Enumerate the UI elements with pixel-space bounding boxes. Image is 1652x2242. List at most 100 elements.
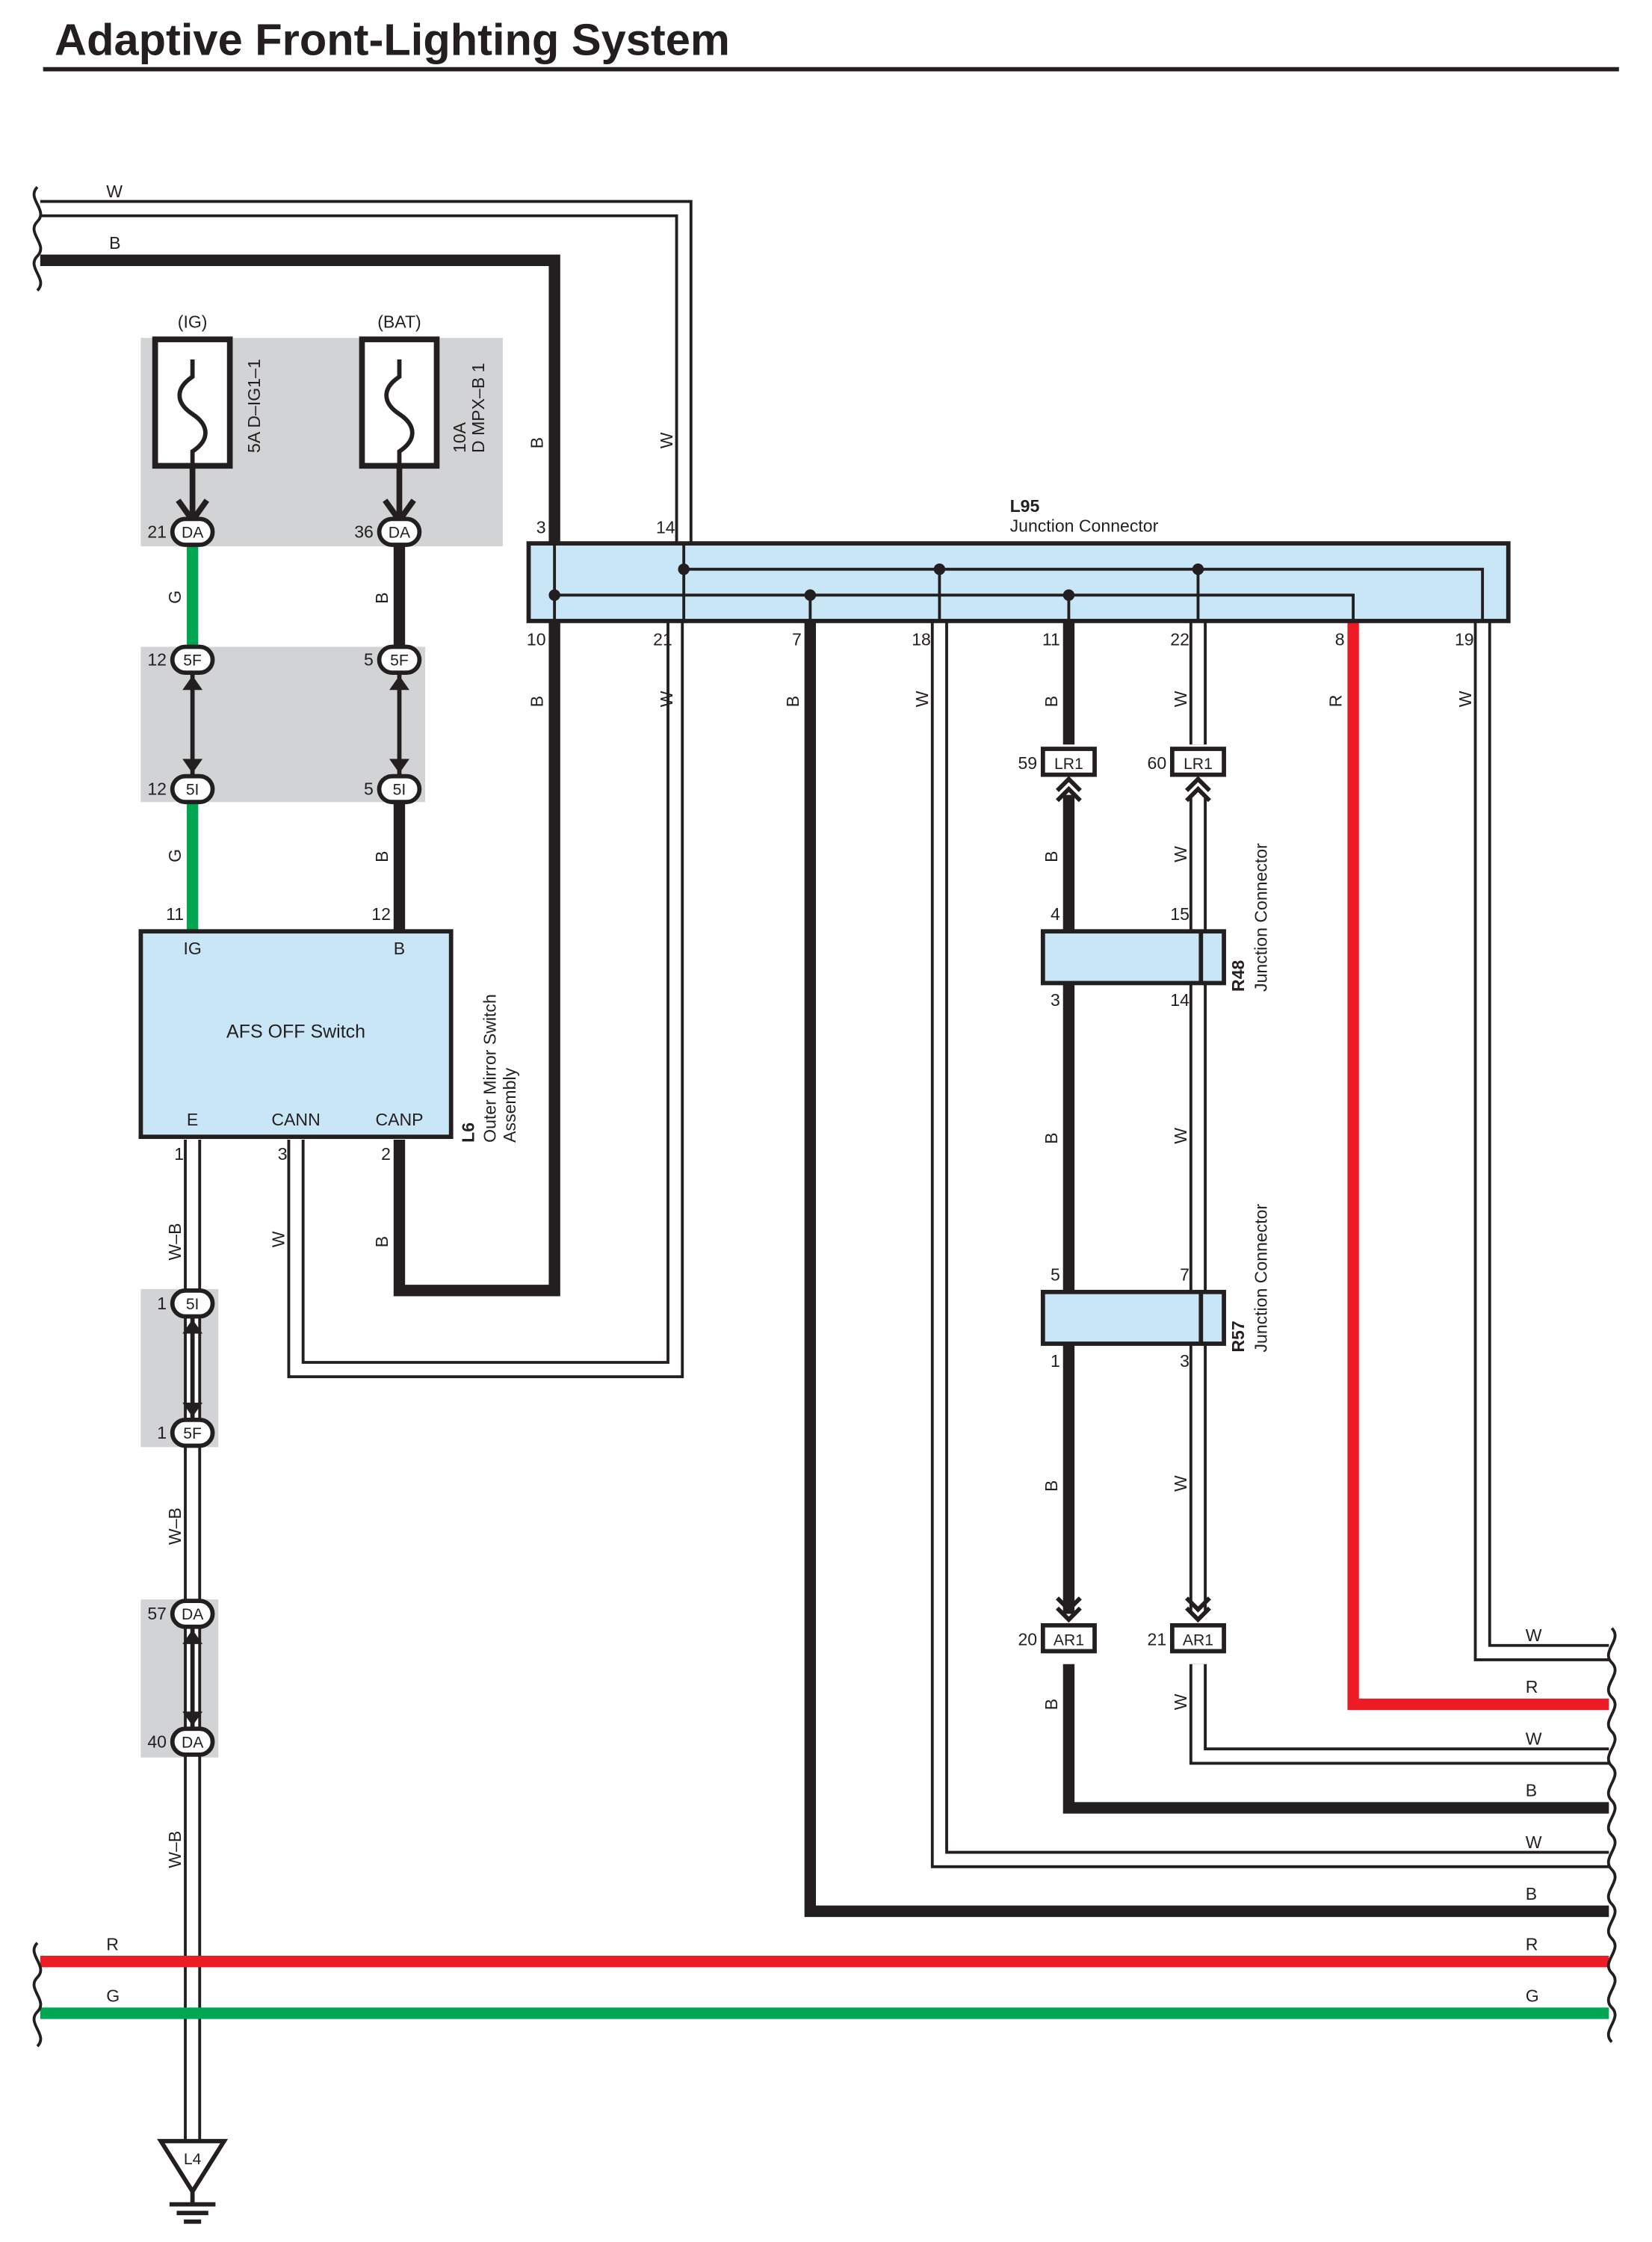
pin-number: 1 [1051, 1351, 1060, 1371]
fuse-ig [152, 336, 233, 525]
wire-label: B [1042, 851, 1061, 862]
wire-label: B [372, 851, 392, 862]
conn-label: DA [182, 1606, 204, 1623]
wire-label: W [1171, 1475, 1190, 1492]
wire-label: W [657, 691, 676, 707]
wire-label: W [106, 182, 123, 201]
wire-label: W [912, 691, 932, 707]
junction-r48 [1040, 929, 1226, 986]
ar1-label: AR1 [1183, 1632, 1213, 1649]
wire-label: B [1042, 1480, 1061, 1492]
pin-number: 7 [1180, 1264, 1189, 1284]
pin-number: 15 [1170, 904, 1189, 924]
wire-label: G [165, 849, 185, 862]
wire-label: G [1526, 1986, 1539, 2006]
pin-number: 11 [1042, 630, 1060, 649]
pin-number: 1 [174, 1144, 184, 1164]
lr1-label: LR1 [1184, 756, 1213, 773]
conn-label: 5F [390, 652, 409, 670]
wire-label: B [783, 696, 802, 707]
pin-number: 3 [1051, 990, 1060, 1010]
wire-label: W–B [165, 1507, 185, 1545]
conn-label: DA [182, 524, 204, 541]
wire-label: B [1042, 696, 1061, 707]
switch-assembly-2: Assembly [500, 1067, 519, 1142]
red-wires [40, 620, 1609, 1968]
conn-label: 5F [183, 652, 202, 670]
ar1-label: AR1 [1054, 1632, 1084, 1649]
wire-label: B [528, 696, 547, 707]
pin-number: 14 [656, 518, 675, 537]
pin-number: 20 [1018, 1630, 1037, 1649]
pin-number: 57 [147, 1604, 167, 1623]
switch-assembly-1: Outer Mirror Switch [480, 994, 499, 1143]
pin-number: 22 [1170, 630, 1189, 649]
ground-symbol [157, 2139, 229, 2224]
l95-name: Junction Connector [1010, 516, 1159, 536]
pin-number: 7 [792, 630, 802, 649]
fuse-bat-rating-2: D MPX–B 1 [468, 363, 488, 453]
afs-off-switch [138, 929, 454, 1140]
wire-label: W [1526, 1625, 1542, 1645]
pin-number: 14 [1170, 990, 1189, 1010]
pin-number: 3 [1180, 1351, 1189, 1371]
wire-label: W [269, 1231, 288, 1247]
wire-label: G [106, 1986, 120, 2006]
fuse-bat-rating-1: 10A [450, 421, 469, 453]
wire-label: B [372, 1236, 392, 1247]
wire-label: W [1171, 846, 1190, 862]
switch-term-b: B [394, 939, 405, 958]
wire-label: W [1171, 691, 1190, 707]
wire-label: W [657, 432, 676, 448]
wire-label: W–B [165, 1831, 185, 1868]
pin-number: 4 [1051, 904, 1060, 924]
pin-number: 40 [147, 1732, 167, 1751]
switch-term-ig: IG [183, 939, 201, 958]
black-wires [40, 254, 1609, 1918]
pin-number: 1 [157, 1294, 167, 1313]
conn-da-bat [377, 516, 422, 547]
wire-label: R [1526, 1677, 1538, 1696]
wire-label: R [1526, 1934, 1538, 1954]
pin-number: 2 [381, 1144, 391, 1164]
conn-label: 5I [186, 782, 199, 799]
pin-number: 59 [1018, 753, 1037, 773]
wire-label: W [1171, 1693, 1190, 1710]
mating-arrows [182, 675, 409, 1726]
wire-label: W [1526, 1729, 1542, 1748]
pin-number: 5 [364, 779, 374, 799]
wire-label: R [106, 1934, 119, 1954]
conn-da-ig [170, 516, 215, 547]
conn-label: 5F [183, 1425, 202, 1442]
wire-label: B [1526, 1781, 1537, 1800]
break-marks [32, 185, 1617, 2048]
fuse-ig-source: (IG) [178, 312, 208, 332]
fuse-ig-rating: 5A D–IG1–1 [244, 359, 264, 453]
pin-number: 3 [278, 1144, 288, 1164]
rect-connectors [1040, 747, 1226, 1654]
l95-bus-lines [553, 543, 1485, 621]
wire-label: B [1042, 1132, 1061, 1143]
pin-number: 3 [536, 518, 546, 537]
wire-label: R [1326, 695, 1346, 708]
oval-connector-labels: DA DA 5F 5F 5I 5I 5I 5F DA DA [182, 524, 411, 1751]
pin-number: 12 [371, 904, 391, 924]
switch-term-canp: CANP [375, 1110, 423, 1129]
pin-number: 12 [147, 650, 167, 670]
wire-label: B [528, 437, 547, 448]
l95-junction-dots [548, 563, 1204, 602]
junction-l95 [526, 541, 1511, 623]
r57-name: Junction Connector [1252, 1204, 1271, 1353]
wire-label: W [1171, 1128, 1190, 1144]
pin-number: 36 [354, 522, 374, 541]
wire-label: B [1526, 1884, 1537, 1903]
pin-number: 10 [527, 630, 546, 649]
conn-label: DA [389, 524, 411, 541]
conn-label: 5I [186, 1296, 199, 1313]
r48-name: Junction Connector [1252, 843, 1271, 992]
pin-number: 8 [1335, 630, 1345, 649]
conn-da-wb-top [170, 1599, 215, 1629]
junction-r57 [1040, 1289, 1226, 1346]
pin-number: 18 [912, 630, 931, 649]
conn-5i-b [377, 773, 422, 805]
